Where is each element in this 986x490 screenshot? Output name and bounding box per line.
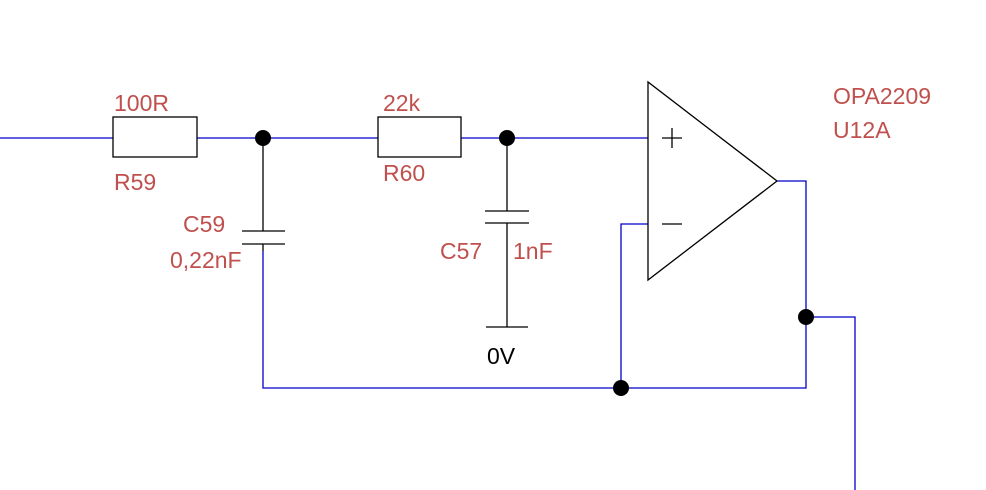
resistor-r59	[112, 116, 198, 158]
capacitor-c57	[485, 138, 529, 327]
capacitor-c59	[242, 138, 285, 251]
c59-ref-label: C59	[183, 211, 225, 237]
junction-dot	[499, 130, 515, 146]
c57-value-label: 1nF	[513, 238, 553, 264]
c59-value-label: 0,22nF	[170, 247, 242, 273]
opamp-ref-label: U12A	[833, 117, 891, 143]
junction-dot	[613, 380, 629, 396]
wire-inverting-input	[620, 223, 648, 388]
resistor-r60	[377, 116, 462, 158]
r59-value-label: 100R	[114, 90, 169, 116]
junctions	[255, 130, 814, 396]
r60-ref-label: R60	[383, 160, 425, 186]
wire-c59-feedback	[262, 180, 807, 389]
r60-value-label: 22k	[383, 90, 421, 116]
r59-ref-label: R59	[114, 169, 156, 195]
opamp-part-label: OPA2209	[833, 83, 931, 109]
wire-output	[806, 316, 856, 490]
c57-ref-label: C57	[440, 238, 482, 264]
junction-dot	[798, 309, 814, 325]
opamp-triangle	[647, 80, 779, 282]
junction-dot	[255, 130, 271, 146]
wires	[0, 137, 856, 490]
ground-label: 0V	[487, 343, 516, 369]
components	[112, 80, 779, 328]
